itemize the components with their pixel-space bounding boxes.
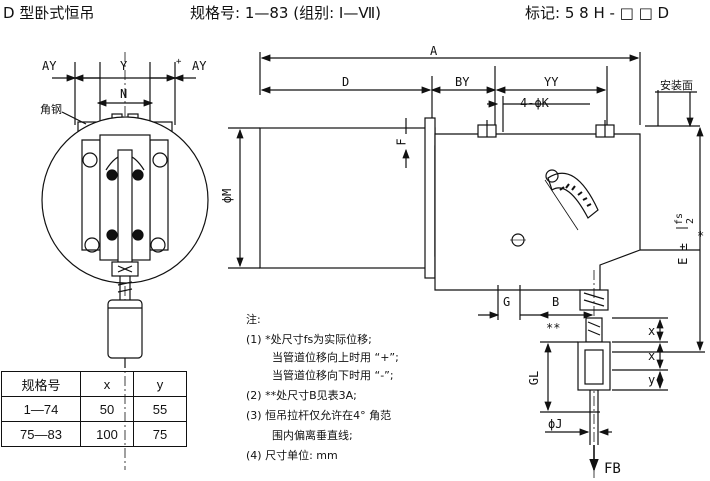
- spec-table: 规格号 x y 1—74 50 55 75—83 100 75: [1, 371, 187, 447]
- dim-ay-left: AY: [42, 59, 57, 73]
- cell-spec: 1—74: [1, 396, 81, 422]
- notes-title: 注:: [246, 313, 261, 326]
- header-spec: 规格号: [1, 371, 81, 397]
- angle-steel-label: 角钢: [40, 103, 62, 116]
- dim-y: Y: [120, 59, 128, 73]
- dim-ay-right: AY: [192, 59, 207, 73]
- type-title: D 型卧式恒吊: [3, 4, 95, 22]
- header-y: y: [133, 371, 187, 397]
- dim-phi-j: ϕJ: [548, 417, 563, 431]
- dim-gl: GL: [527, 370, 542, 386]
- note-line-4: (2) **处尺寸B见表3A;: [246, 389, 357, 402]
- double-star-mark: **: [546, 321, 561, 335]
- dim-b: B: [552, 295, 560, 309]
- dim-fb: FB: [604, 461, 621, 477]
- dim-g: G: [503, 295, 511, 309]
- star-mark: *: [697, 229, 705, 243]
- table-row: 75—83 100 75: [1, 421, 187, 447]
- note-line-2: 当管道位移向上时用 “+”;: [272, 351, 399, 364]
- dim-n: N: [120, 87, 128, 101]
- table-header-row: 规格号 x y: [1, 371, 187, 397]
- dim-by: BY: [455, 75, 470, 89]
- front-view: [228, 52, 705, 480]
- table-row: 1—74 50 55: [1, 396, 187, 422]
- plus-sign: +: [176, 57, 182, 67]
- marking-label: 标记: 5 8 H - □ □ D: [525, 4, 670, 22]
- cell-y: 75: [133, 421, 187, 447]
- dim-x2: x: [648, 349, 656, 363]
- dim-two: 2: [685, 217, 697, 225]
- mount-face-label: 安装面: [660, 79, 693, 92]
- dim-phi-m: ϕM: [220, 188, 235, 204]
- cell-y: 55: [133, 396, 187, 422]
- note-line-3: 当管道位移向下时用 “-”;: [272, 369, 394, 382]
- dim-a: A: [430, 44, 438, 58]
- note-line-6: 围内偏离垂直线;: [272, 429, 353, 442]
- dim-d: D: [342, 75, 350, 89]
- dim-f: F: [394, 138, 409, 146]
- side-view: [41, 52, 209, 470]
- cell-x: 100: [80, 421, 134, 447]
- cell-x: 50: [80, 396, 134, 422]
- dim-e: E ±: [675, 243, 690, 265]
- dim-fs: fs: [674, 212, 686, 226]
- dim-y1: y: [648, 373, 656, 387]
- note-line-7: (4) 尺寸单位: mm: [246, 449, 338, 462]
- note-line-1: (1) *处尺寸fs为实际位移;: [246, 333, 372, 346]
- header-x: x: [80, 371, 134, 397]
- note-line-5: (3) 恒吊拉杆仅允许在4° 角范: [246, 409, 392, 422]
- dim-hole: 4-ϕK: [520, 96, 549, 110]
- spec-number-label: 规格号: 1—83 (组别: Ⅰ—Ⅶ): [190, 4, 381, 22]
- dim-yy: YY: [544, 75, 559, 89]
- cell-spec: 75—83: [1, 421, 81, 447]
- dim-x1: x: [648, 324, 656, 338]
